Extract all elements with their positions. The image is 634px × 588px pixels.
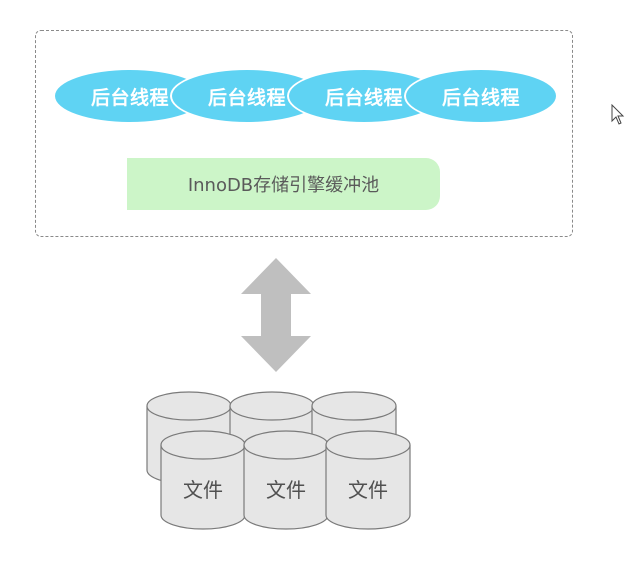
background-thread-3: 后台线程 xyxy=(287,68,441,124)
background-thread-4: 后台线程 xyxy=(404,68,558,124)
innodb-buffer-pool: InnoDB存储引擎缓冲池 xyxy=(127,158,440,210)
mouse-cursor-icon xyxy=(611,104,625,125)
innodb-buffer-pool-label: InnoDB存储引擎缓冲池 xyxy=(187,175,380,196)
file-label-2: 文件 xyxy=(266,478,306,502)
background-thread-4-label: 后台线程 xyxy=(441,86,520,109)
background-thread-1-label: 后台线程 xyxy=(90,86,169,109)
background-thread-2-label: 后台线程 xyxy=(207,86,286,109)
memory-region-box xyxy=(35,30,573,237)
file-label-1: 文件 xyxy=(183,478,223,502)
disk-front-3 xyxy=(325,430,411,530)
disk-front-1 xyxy=(160,430,246,530)
background-thread-3-label: 后台线程 xyxy=(324,86,403,109)
double-arrow-icon xyxy=(241,258,311,372)
file-label-3: 文件 xyxy=(348,478,388,502)
